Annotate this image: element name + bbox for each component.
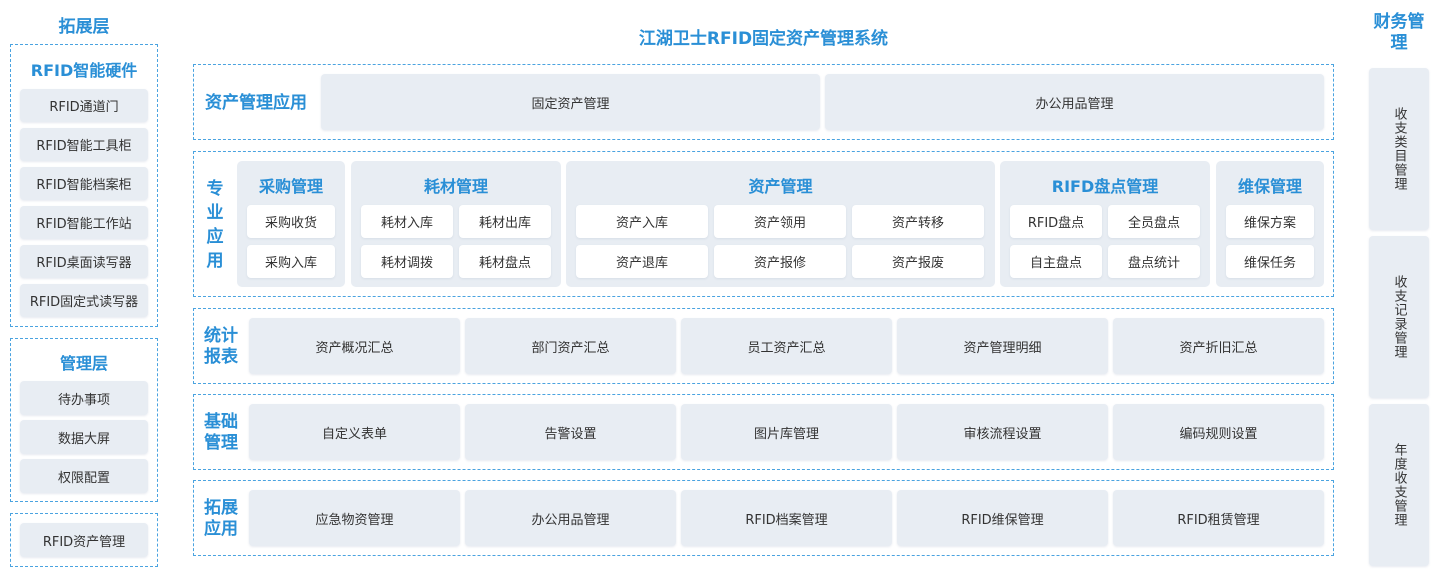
base-management-label-line: 基础 [204, 412, 238, 432]
finance-item[interactable]: 收支类目管理 [1369, 68, 1429, 230]
management-item[interactable]: 权限配置 [20, 459, 148, 493]
professional-app-label-char: 用 [206, 251, 224, 271]
asset-mgmt-item[interactable]: 资产领用 [714, 205, 846, 238]
hardware-item[interactable]: RFID桌面读写器 [20, 245, 148, 278]
finance-item[interactable]: 年度收支管理 [1369, 404, 1429, 566]
hardware-item[interactable]: RFID固定式读写器 [20, 284, 148, 317]
management-item[interactable]: 待办事项 [20, 381, 148, 415]
stats-report-label-line: 报表 [204, 347, 238, 367]
base-item[interactable]: 自定义表单 [249, 404, 460, 460]
consumables-item[interactable]: 耗材出库 [459, 205, 551, 238]
inventory-item[interactable]: RFID盘点 [1010, 205, 1102, 238]
inventory-title: RIFD盘点管理 [1051, 177, 1159, 196]
purchase-item[interactable]: 采购收货 [247, 205, 335, 238]
stats-item[interactable]: 资产概况汇总 [249, 318, 460, 374]
rfid-asset-management[interactable]: RFID资产管理 [20, 523, 148, 557]
hardware-panel [10, 44, 158, 327]
hardware-item[interactable]: RFID通道门 [20, 89, 148, 122]
extension-app-label-line: 拓展 [204, 498, 238, 518]
consumables-title: 耗材管理 [423, 177, 488, 196]
stats-report-row [193, 308, 1334, 384]
asset-mgmt-item[interactable]: 资产转移 [852, 205, 984, 238]
extension-item[interactable]: RFID租赁管理 [1113, 490, 1324, 546]
base-item[interactable]: 告警设置 [465, 404, 676, 460]
maintenance-item[interactable]: 维保方案 [1226, 205, 1314, 238]
stats-report-label: 统计 报表 [198, 326, 244, 368]
extension-item[interactable]: 办公用品管理 [465, 490, 676, 546]
stats-item[interactable]: 资产折旧汇总 [1113, 318, 1324, 374]
extension-item[interactable]: 应急物资管理 [249, 490, 460, 546]
extension-item[interactable]: RFID维保管理 [897, 490, 1108, 546]
system-title: 江湖卫士RFID固定资产管理系统 [638, 29, 889, 49]
asset-mgmt-item[interactable]: 资产入库 [576, 205, 708, 238]
hardware-item[interactable]: RFID智能工作站 [20, 206, 148, 239]
inventory-item[interactable]: 盘点统计 [1108, 245, 1200, 278]
asset-mgmt-item[interactable]: 资产退库 [576, 245, 708, 278]
asset-mgmt-item[interactable]: 资产报废 [852, 245, 984, 278]
base-item[interactable]: 审核流程设置 [897, 404, 1108, 460]
base-item[interactable]: 图片库管理 [681, 404, 892, 460]
professional-app-label-char: 业 [206, 203, 224, 223]
professional-app-label: 专 业 应 用 [200, 177, 230, 273]
stats-report-label-line: 统计 [204, 326, 238, 346]
professional-app-row [193, 151, 1334, 297]
inventory-item[interactable]: 自主盘点 [1010, 245, 1102, 278]
professional-app-label-char: 专 [206, 179, 224, 199]
extension-app-row [193, 480, 1334, 556]
fixed-asset-management[interactable]: 固定资产管理 [321, 74, 820, 130]
asset-mgmt-item[interactable]: 资产报修 [714, 245, 846, 278]
finance-title: 财务管理 [1373, 12, 1425, 53]
base-management-label: 基础 管理 [198, 412, 244, 454]
rfid-asset-panel [10, 513, 158, 567]
asset-app-label: 资产管理应用 [205, 93, 307, 113]
base-management-label-line: 管理 [204, 433, 238, 453]
stats-item[interactable]: 资产管理明细 [897, 318, 1108, 374]
consumables-item[interactable]: 耗材入库 [361, 205, 453, 238]
finance-item[interactable]: 收支记录管理 [1369, 236, 1429, 398]
hardware-item[interactable]: RFID智能档案柜 [20, 167, 148, 200]
management-item[interactable]: 数据大屏 [20, 420, 148, 454]
asset-app-row [193, 64, 1334, 140]
consumables-item[interactable]: 耗材盘点 [459, 245, 551, 278]
consumables-item[interactable]: 耗材调拨 [361, 245, 453, 278]
purchase-title: 采购管理 [258, 177, 323, 196]
office-supplies-management[interactable]: 办公用品管理 [825, 74, 1324, 130]
management-layer-panel [10, 338, 158, 502]
hardware-panel-title: RFID智能硬件 [30, 61, 138, 80]
asset-mgmt-title: 资产管理 [748, 177, 813, 196]
extension-app-label: 拓展 应用 [198, 498, 244, 540]
stats-item[interactable]: 部门资产汇总 [465, 318, 676, 374]
extension-app-label-line: 应用 [204, 519, 238, 539]
extension-item[interactable]: RFID档案管理 [681, 490, 892, 546]
base-management-row [193, 394, 1334, 470]
inventory-item[interactable]: 全员盘点 [1108, 205, 1200, 238]
expand-layer-title: 拓展层 [58, 17, 110, 37]
management-layer-title: 管理层 [59, 354, 108, 373]
professional-app-label-char: 应 [206, 227, 224, 247]
maintenance-title: 维保管理 [1237, 177, 1302, 196]
hardware-item[interactable]: RFID智能工具柜 [20, 128, 148, 161]
stats-item[interactable]: 员工资产汇总 [681, 318, 892, 374]
maintenance-item[interactable]: 维保任务 [1226, 245, 1314, 278]
purchase-item[interactable]: 采购入库 [247, 245, 335, 278]
base-item[interactable]: 编码规则设置 [1113, 404, 1324, 460]
